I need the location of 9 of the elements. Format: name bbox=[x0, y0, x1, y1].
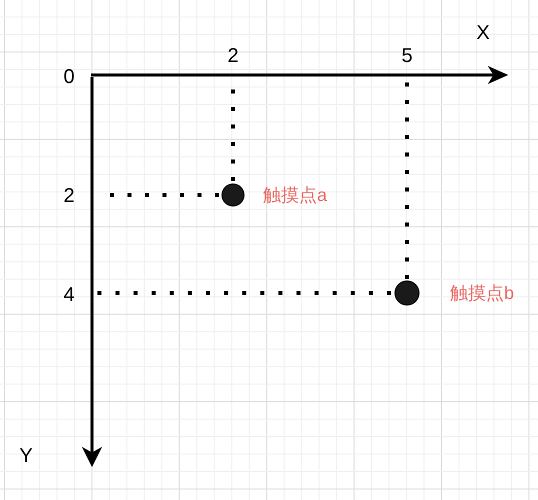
tick-label: 5 bbox=[401, 46, 413, 66]
axis-label: Y bbox=[19, 446, 33, 466]
point-label: 触摸点a bbox=[263, 186, 328, 204]
axis-label: X bbox=[476, 23, 490, 43]
tick-label: 2 bbox=[63, 186, 75, 206]
tick-label: 4 bbox=[63, 285, 75, 305]
tick-label: 0 bbox=[63, 67, 75, 87]
tick-label: 2 bbox=[227, 46, 239, 66]
point-label: 触摸点b bbox=[450, 284, 514, 302]
